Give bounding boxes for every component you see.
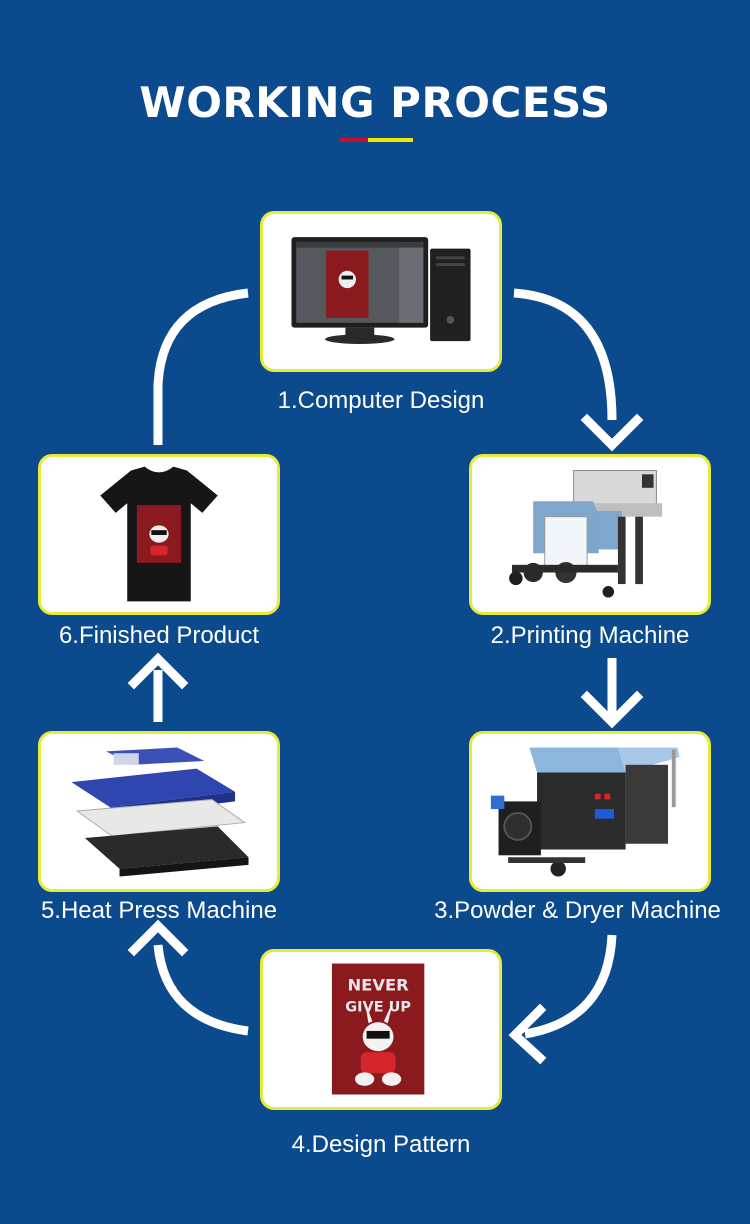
step-card-computer-design bbox=[260, 211, 502, 372]
step-card-finished-product bbox=[38, 454, 280, 615]
pattern-text-line2: GIVE UP bbox=[345, 1000, 411, 1016]
step-card-printing-machine bbox=[469, 454, 711, 615]
tshirt-icon bbox=[41, 457, 277, 612]
step-label-1: 1.Computer Design bbox=[260, 387, 502, 415]
step-card-powder-dryer bbox=[469, 731, 711, 892]
step-label-4: 4.Design Pattern bbox=[260, 1131, 502, 1159]
step-label-2: 2.Printing Machine bbox=[459, 622, 721, 650]
printer-icon bbox=[472, 457, 708, 612]
step-card-design-pattern: NEVER GIVE UP bbox=[260, 949, 502, 1110]
step-label-6: 6.Finished Product bbox=[28, 622, 290, 650]
arrow-3-to-4 bbox=[525, 935, 612, 1034]
step-label-5: 5.Heat Press Machine bbox=[8, 897, 310, 925]
arrowhead-1-to-2 bbox=[587, 420, 637, 445]
arrow-4-to-5 bbox=[158, 945, 248, 1031]
arrow-6-to-1 bbox=[158, 293, 248, 445]
computer-icon bbox=[263, 214, 499, 369]
pattern-icon: NEVER GIVE UP bbox=[263, 952, 499, 1107]
step-card-heat-press bbox=[38, 731, 280, 892]
dryer-icon bbox=[472, 734, 708, 889]
arrow-1-to-2 bbox=[514, 293, 612, 420]
step-label-3: 3.Powder & Dryer Machine bbox=[405, 897, 750, 925]
pattern-text-line1: NEVER bbox=[347, 976, 409, 995]
heat-press-icon bbox=[41, 734, 277, 889]
